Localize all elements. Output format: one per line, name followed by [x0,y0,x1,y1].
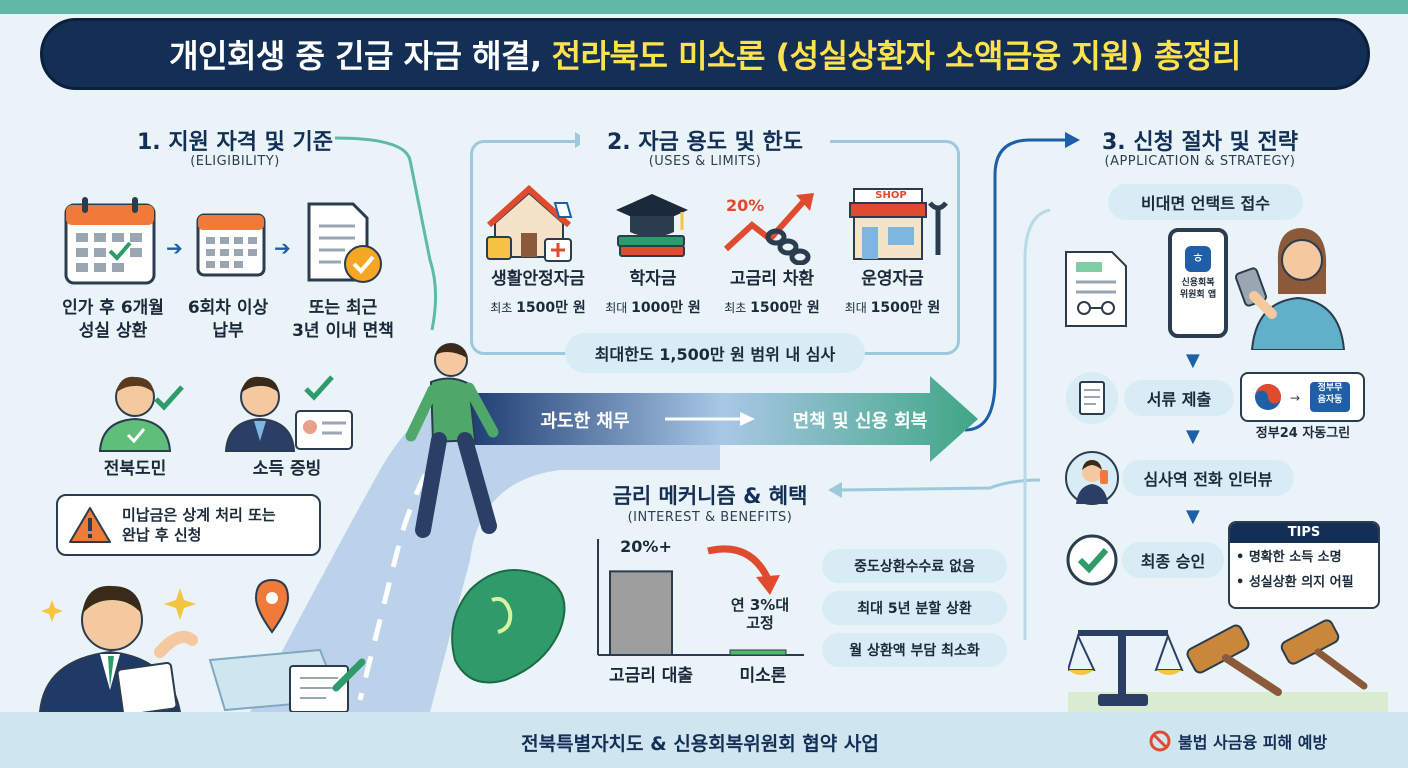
use-limit-refinance: 최초 1500만 원 [724,300,820,316]
tip-item: • 명확한 소득 소명 [1236,550,1342,565]
house-icon [486,185,573,262]
warning-icon [69,507,111,543]
bar-low-name: 미소론 [739,666,787,686]
prohibited-icon [1149,730,1171,752]
walking-person-illustration [405,343,499,538]
shop-icon [849,188,948,260]
form-document-icon [1065,251,1127,327]
interest-subtitle: (INTEREST & BENEFITS) [627,510,793,525]
use-name-operating: 운영자금 [861,269,924,289]
bar-high-name: 고금리 대출 [608,666,694,686]
use-name-living: 생활안정자금 [491,269,585,289]
resident-label: 전북도민 [103,459,167,479]
footer-bar [0,712,1408,768]
phone-interview-icon [1065,451,1119,505]
graduation-cap-icon [616,194,688,257]
gov-label: 정부24 자동그린 [1255,426,1351,441]
presenter-illustration [38,578,366,712]
use-name-tuition: 학자금 [629,269,677,289]
section1-subtitle: (ELIGIBILITY) [190,154,280,169]
smartphone-frame: ㅎ 신용회복 위원회 앱 [1168,228,1228,338]
woman-with-phone-illustration [1234,228,1346,350]
down-arrow-icon: ▼ [1186,426,1200,447]
justice-scale-gavel-illustration [1068,619,1388,712]
app-label: 신용회복 위원회 앱 [1179,278,1217,300]
use-name-refinance: 고금리 차환 [729,269,815,289]
arrow-right-icon: ➔ [274,236,291,260]
tips-box: TIPS • 명확한 소득 소명 • 성실상환 의지 어필 [1228,521,1380,609]
arrow-right-label: 면책 및 신용 회복 [792,411,928,432]
section2-subtitle: (USES & LIMITS) [600,154,810,169]
gov-logo-text: 정부무 음자동 [1317,383,1343,405]
high-interest-chain-icon [723,193,814,265]
calendar-check-icon [64,197,156,285]
gov-box: → 정부무 음자동 [1240,372,1365,422]
arrow-right-icon: ➔ [166,236,183,260]
benefit-installment: 최대 5년 분할 상환 [822,591,1007,625]
max-limit-pill: 최대한도 1,500만 원 범위 내 심사 [565,333,865,373]
eligibility-step-2: 6회차 이상 납부 [187,298,269,341]
down-arrow-head [756,575,780,595]
eligibility-step-1: 인가 후 6개월 성실 상환 [62,298,164,341]
bar-high-label: 20%+ [620,537,672,556]
tip-item: • 성실상환 의지 어필 [1236,575,1354,590]
bar-high-interest [609,570,673,656]
title-main: 개인회생 중 긴급 자금 해결, [169,37,542,75]
interest-bar-chart [597,539,804,656]
benefit-no-fee: 중도상환수수료 없음 [822,549,1007,583]
tips-title: TIPS [1230,523,1378,543]
footer-center-text: 전북특별자치도 & 신용회복위원회 협약 사업 [521,733,879,755]
down-arrow-icon: ▼ [1186,350,1200,371]
arrow-left-label: 과도한 채무 [540,411,630,432]
income-proof-label: 소득 증빙 [252,459,322,479]
interest-title: 금리 메커니즘 & 혜택 [612,484,808,508]
document-check-icon [307,202,382,283]
eligibility-step-3: 또는 최근 3년 이내 면책 [292,298,394,341]
calendar-icon [196,213,266,277]
check-circle-icon [1066,534,1118,586]
section3-subtitle: (APPLICATION & STRATEGY) [1104,154,1296,169]
resident-person-icon [98,376,184,452]
use-limit-tuition: 최대 1000만 원 [605,300,701,316]
top-accent-bar [0,0,1408,14]
section2-title: 2. 자금 용도 및 한도 [580,124,830,156]
income-proof-person-icon [224,375,353,452]
down-arrow-icon [707,545,772,581]
shop-tag: SHOP [875,190,907,201]
contactless-pill: 비대면 언택트 접수 [1108,184,1303,220]
title-banner: 개인회생 중 긴급 자금 해결, 전라북도 미소론 (성실상환자 소액금융 지원… [40,18,1370,90]
svg-text:→: → [1290,391,1300,405]
step-final-approval: 최종 승인 [1122,542,1224,578]
section1-title: 1. 지원 자격 및 기준 [137,130,333,155]
down-arrow-icon: ▼ [1186,506,1200,527]
use-limit-operating: 최대 1500만 원 [844,300,941,316]
gov-taegeuk-icon: → [1255,382,1350,412]
percent-tag: 20% [726,196,765,215]
benefit-minimize-payment: 월 상환액 부담 최소화 [822,633,1007,667]
bar-misoloan [729,649,787,656]
title-highlight: 전라북도 미소론 (성실상환자 소액금융 지원) 총정리 [551,37,1242,75]
warning-text: 미납금은 상계 처리 또는 완납 후 신청 [122,505,276,544]
section3-title: 3. 신청 절차 및 전략 [1102,130,1298,155]
use-limit-living: 최초 1500만 원 [490,300,586,316]
step-document-submission: 서류 제출 [1124,380,1234,416]
footer-right-text: 불법 사금융 피해 예방 [1178,733,1328,752]
step-phone-interview: 심사역 전화 인터뷰 [1122,460,1294,496]
app-logo-icon: ㅎ [1185,246,1211,272]
documents-icon [1066,372,1118,424]
bar-low-label: 연 3%대 고정 [730,596,790,632]
warning-box: 미납금은 상계 처리 또는 완납 후 신청 [56,494,321,556]
footer-right: 불법 사금융 피해 예방 [1148,729,1327,753]
